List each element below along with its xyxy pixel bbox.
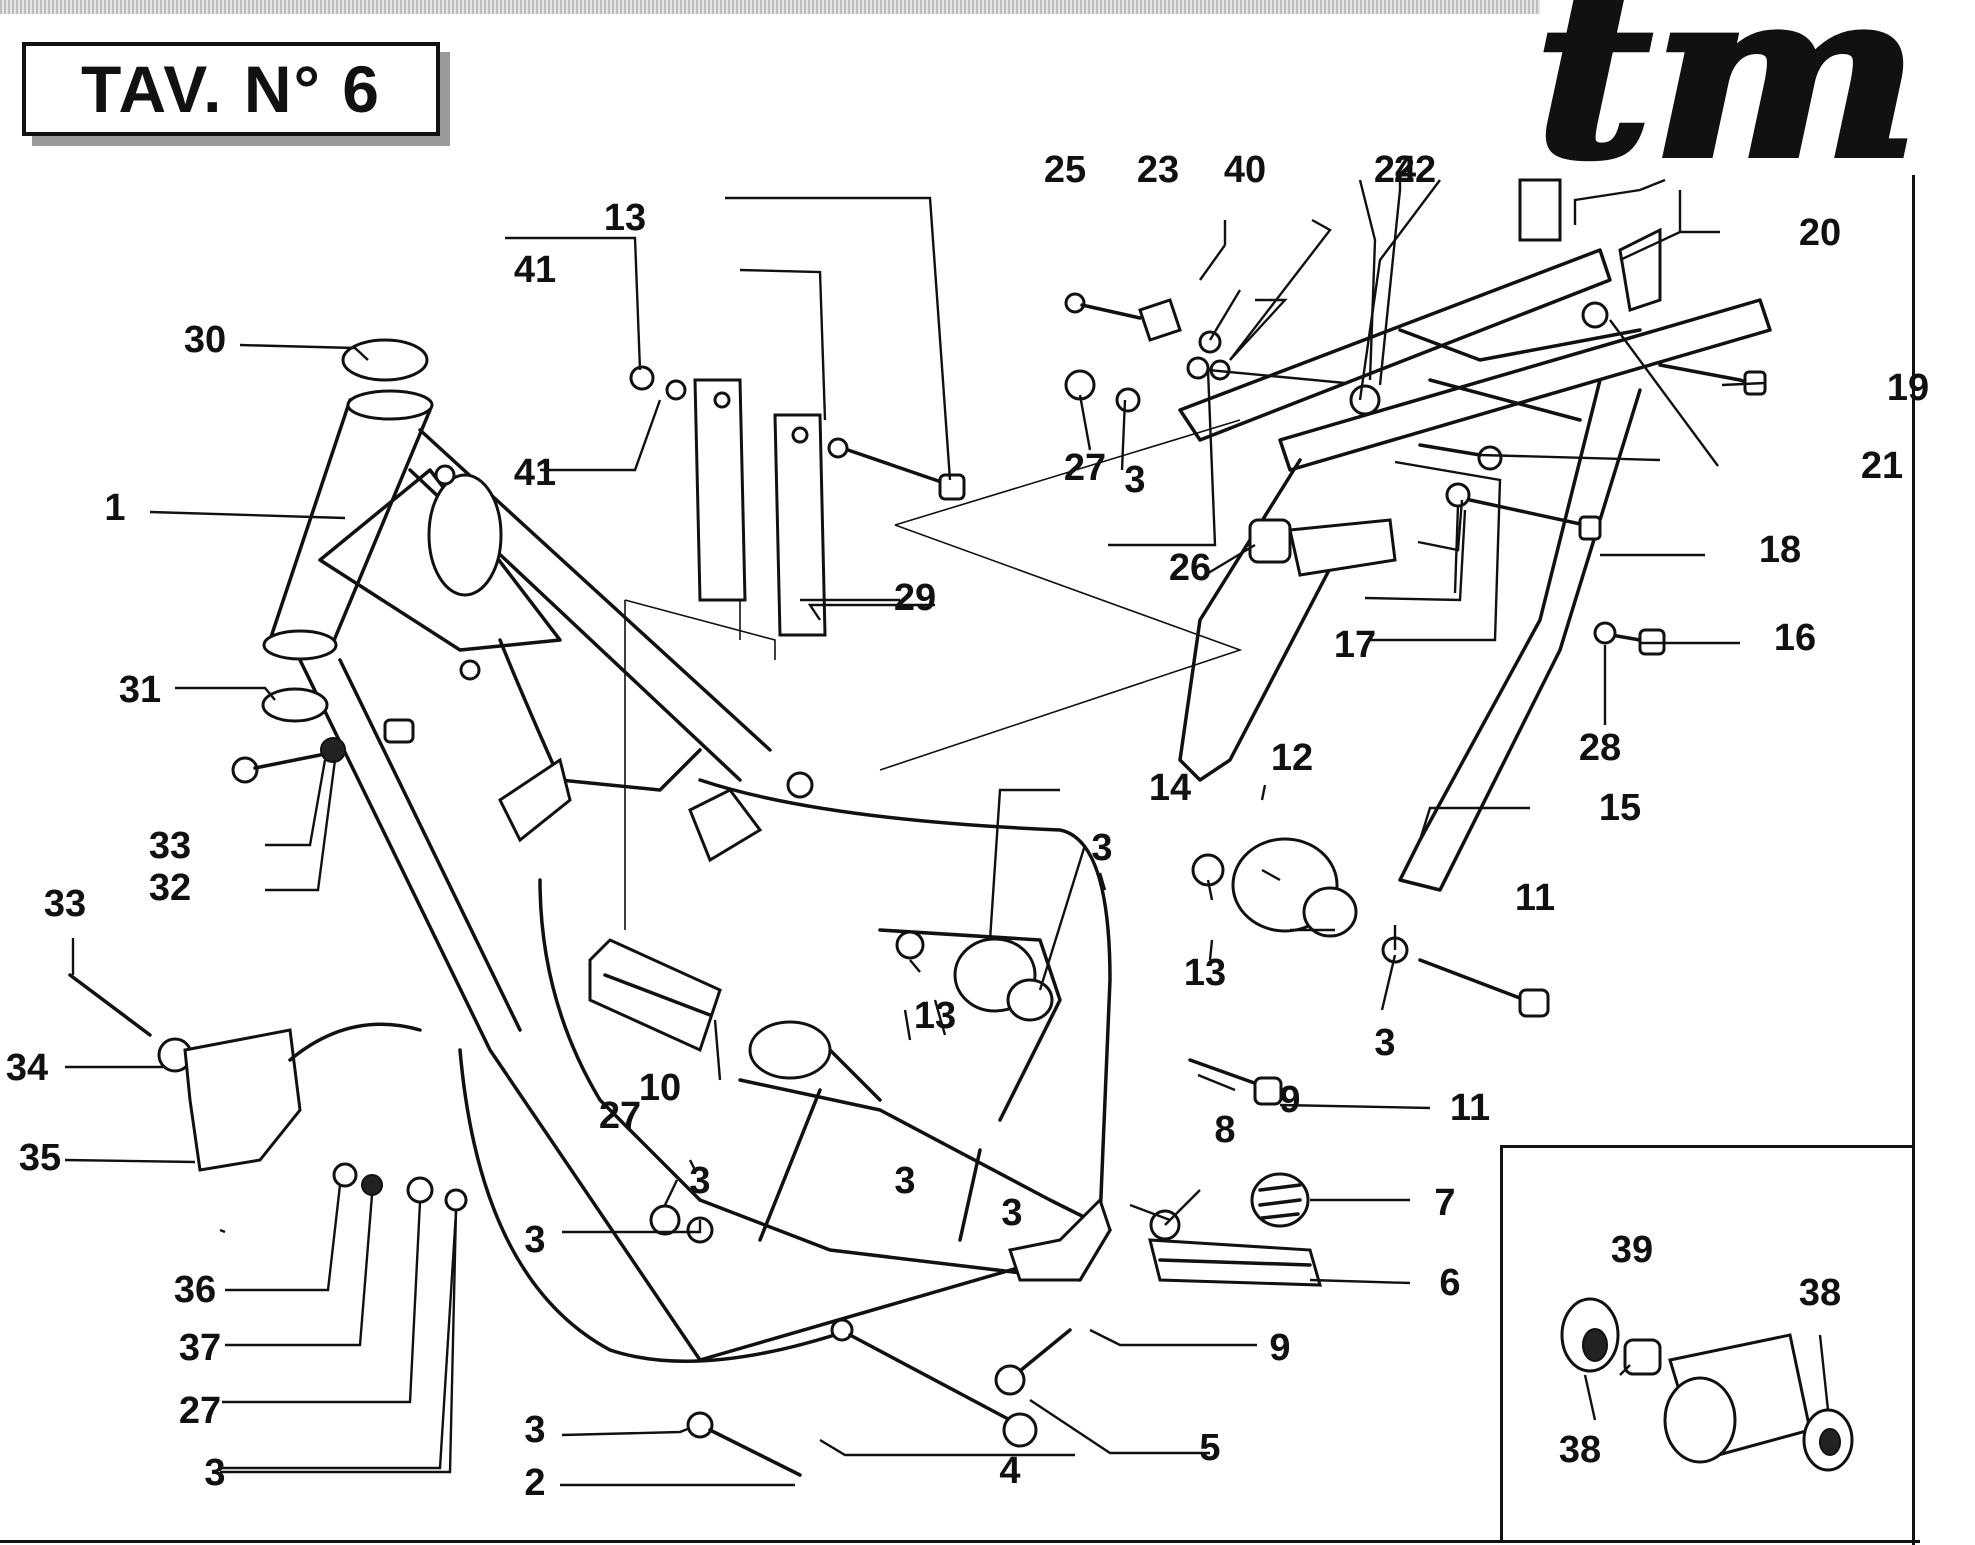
- callout-6: 6: [1439, 1262, 1460, 1304]
- callout-13: 13: [914, 995, 956, 1037]
- callout-9: 9: [1279, 1079, 1300, 1121]
- callout-5: 5: [1199, 1427, 1220, 1469]
- callout-18: 18: [1759, 529, 1801, 571]
- callout-3: 3: [1001, 1192, 1022, 1234]
- leader-lines: [64, 175, 1830, 1487]
- callout-3: 3: [524, 1219, 545, 1261]
- callout-10: 10: [639, 1067, 681, 1109]
- number-plate-brackets: [693, 378, 827, 637]
- callout-3: 3: [204, 1452, 225, 1494]
- callout-27: 27: [599, 1095, 641, 1137]
- callout-24: 24: [1374, 149, 1416, 191]
- rear-subframe: [1178, 178, 1772, 892]
- callout-3: 3: [1374, 1022, 1395, 1064]
- callout-13: 13: [1184, 952, 1226, 994]
- callout-29: 29: [894, 577, 936, 619]
- callout-14: 14: [1149, 767, 1191, 809]
- brand-logo-text: tm: [1532, 0, 1923, 210]
- callout-21: 21: [1861, 445, 1903, 487]
- callout-38: 38: [1559, 1429, 1601, 1471]
- callout-41: 41: [514, 249, 556, 291]
- callout-11: 11: [1515, 877, 1555, 919]
- inset-detail-drawing: [1560, 1297, 1854, 1472]
- callout-13: 13: [604, 197, 646, 239]
- callout-33: 33: [44, 883, 86, 925]
- callout-27: 27: [1064, 447, 1106, 489]
- callout-38: 38: [1799, 1272, 1841, 1314]
- callout-26: 26: [1169, 547, 1211, 589]
- callout-12: 12: [1271, 737, 1313, 779]
- exploded-frame-drawing: 1233333333345678991011111213131314151617…: [6, 149, 1929, 1504]
- callout-15: 15: [1599, 787, 1641, 829]
- rectifier-box: [183, 1028, 302, 1172]
- parts-diagram-sheet: TAV. N° 6 tm: [0, 0, 1929, 1545]
- callout-35: 35: [19, 1137, 61, 1179]
- callout-28: 28: [1579, 727, 1621, 769]
- callout-32: 32: [149, 867, 191, 909]
- callout-23: 23: [1137, 149, 1179, 191]
- callout-2: 2: [524, 1462, 545, 1504]
- main-frame: [262, 389, 1112, 1363]
- callout-3: 3: [1124, 459, 1145, 501]
- callout-39: 39: [1611, 1229, 1653, 1271]
- callout-8: 8: [1214, 1109, 1235, 1151]
- brand-logo: tm: [1532, 0, 1955, 193]
- plate-title: TAV. N° 6: [81, 52, 381, 126]
- callout-16: 16: [1774, 617, 1816, 659]
- callout-7: 7: [1434, 1182, 1455, 1224]
- callout-3: 3: [894, 1160, 915, 1202]
- callout-3: 3: [689, 1160, 710, 1202]
- inset-detail-box: [1500, 1145, 1915, 1543]
- callout-1: 1: [104, 487, 125, 529]
- callout-20: 20: [1799, 212, 1841, 254]
- reference-lines: [624, 419, 1243, 930]
- callout-3: 3: [1091, 827, 1112, 869]
- callout-19: 19: [1887, 367, 1929, 409]
- bearing-race-top: [341, 338, 429, 382]
- callout-25: 25: [1044, 149, 1086, 191]
- callout-22: 22: [1394, 149, 1436, 191]
- bearing-race-bottom: [261, 687, 329, 723]
- callout-40: 40: [1224, 149, 1266, 191]
- callout-33: 33: [149, 825, 191, 867]
- callout-3: 3: [524, 1409, 545, 1451]
- callout-9: 9: [1269, 1327, 1290, 1369]
- callout-4: 4: [999, 1450, 1020, 1492]
- plate-title-box: TAV. N° 6: [22, 42, 440, 136]
- callout-34: 34: [6, 1047, 48, 1089]
- callout-36: 36: [174, 1269, 216, 1311]
- top-halftone-band: [0, 0, 1540, 14]
- bottom-border-rule: [0, 1540, 1920, 1543]
- callout-37: 37: [179, 1327, 221, 1369]
- callout-27: 27: [179, 1390, 221, 1432]
- callout-11: 11: [1450, 1087, 1490, 1129]
- callout-17: 17: [1334, 624, 1376, 666]
- callout-31: 31: [119, 669, 161, 711]
- right-border-rule: [1912, 175, 1915, 1545]
- callout-30: 30: [184, 319, 226, 361]
- callout-41: 41: [514, 452, 556, 494]
